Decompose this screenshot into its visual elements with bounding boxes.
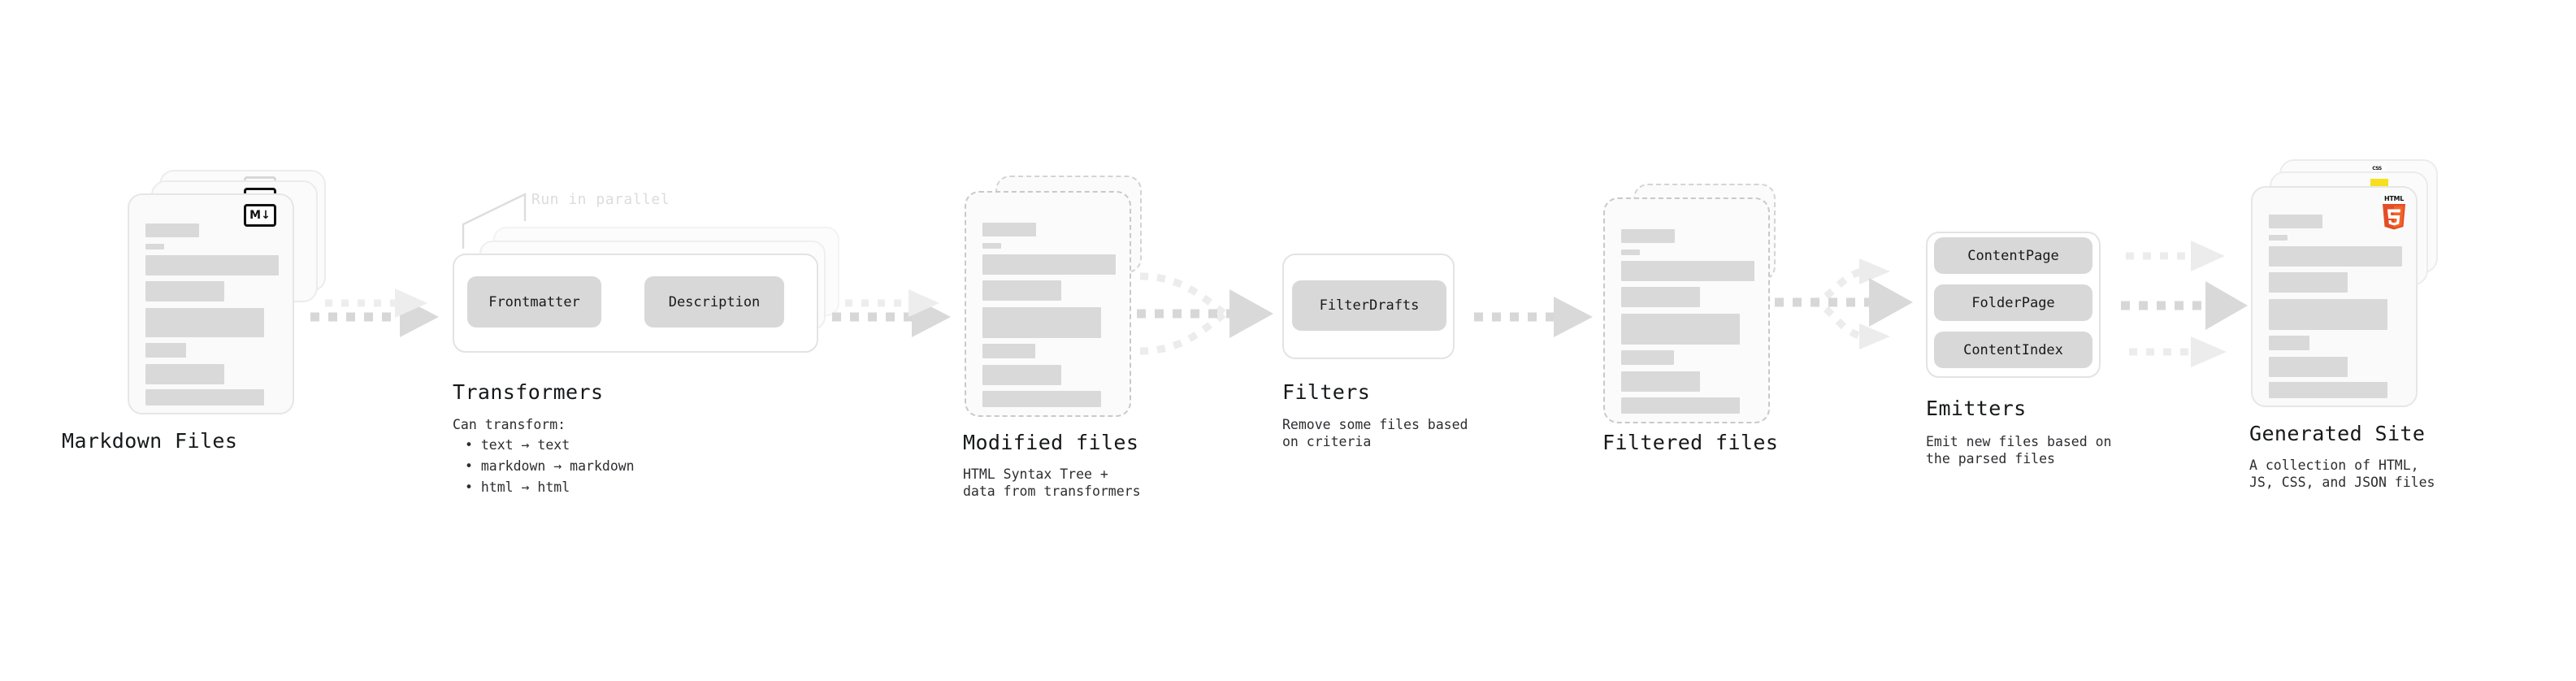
markdown-icon: M↓ (244, 204, 276, 227)
transformers-bullet-1: • markdown → markdown (465, 458, 635, 474)
transformers-bullet-text: markdown → markdown (480, 458, 635, 474)
file-bar (982, 254, 1116, 275)
modified-files-title: Modified files (963, 431, 1139, 454)
connector-markdown-to-transformers (310, 288, 439, 337)
emitters-subtitle: Emit new files based on the parsed files (1926, 434, 2112, 466)
transformer-chip-description[interactable]: Description (644, 276, 784, 327)
file-bar (1621, 350, 1674, 365)
emitter-chip-folderpage[interactable]: FolderPage (1934, 284, 2092, 321)
file-bar (145, 255, 279, 275)
file-bar (2269, 246, 2402, 267)
file-bar (2269, 215, 2322, 228)
file-bar (982, 280, 1061, 301)
file-bar (145, 244, 164, 249)
file-bar (1621, 314, 1740, 345)
file-bar (145, 281, 224, 301)
file-bar (1621, 371, 1700, 392)
filters-title: Filters (1282, 380, 1371, 404)
emitters-title: Emitters (1926, 397, 2027, 420)
file-bar (2269, 272, 2348, 293)
connector-filtered-to-emitters (1775, 258, 1913, 349)
connector-emitters-to-site (2121, 241, 2248, 367)
transformers-bullet-0: • text → text (465, 437, 570, 453)
file-bar (982, 243, 1001, 249)
transformers-title: Transformers (453, 380, 604, 404)
file-bar (982, 223, 1036, 236)
file-bar (1621, 229, 1675, 243)
file-bar (2269, 235, 2288, 241)
file-bar (145, 389, 264, 406)
file-bar (1621, 261, 1754, 281)
transformers-bullet-text: text → text (480, 437, 570, 453)
transformers-subtitle: Can transform: (453, 417, 566, 432)
emitter-chip-contentindex[interactable]: ContentIndex (1934, 332, 2092, 368)
file-bar (1621, 249, 1640, 255)
modified-file-card (965, 191, 1131, 417)
connector-transformers-to-modified (832, 289, 951, 337)
file-bar (2269, 299, 2387, 330)
file-bar (982, 307, 1101, 338)
markdown-file-card (128, 193, 294, 414)
transformer-chip-frontmatter[interactable]: Frontmatter (467, 276, 601, 327)
file-bar (145, 223, 199, 237)
run-in-parallel-bracket (462, 193, 527, 249)
file-bar (2269, 336, 2309, 350)
file-bar (145, 364, 224, 384)
transformers-bullet-2: • html → html (465, 479, 570, 495)
file-bar (145, 343, 186, 358)
filtered-files-title: Filtered files (1602, 431, 1779, 454)
file-bar (982, 344, 1035, 358)
emitter-chip-contentpage[interactable]: ContentPage (1934, 237, 2092, 274)
file-bar (1621, 287, 1700, 307)
file-bar (145, 308, 264, 337)
connector-filters-to-filtered (1474, 297, 1593, 337)
filter-chip-filterdrafts[interactable]: FilterDrafts (1292, 280, 1446, 331)
generated-site-title: Generated Site (2249, 422, 2426, 445)
run-in-parallel-note: Run in parallel (531, 191, 670, 208)
connector-modified-to-filters (1137, 272, 1273, 355)
file-bar (982, 391, 1101, 407)
filtered-file-card (1603, 197, 1770, 423)
transformers-bullet-text: html → html (480, 479, 570, 495)
markdown-files-title: Markdown Files (62, 429, 238, 453)
html5-icon: HTML (2379, 195, 2409, 231)
file-bar (2269, 357, 2348, 377)
file-bar (1621, 397, 1740, 414)
filters-subtitle: Remove some files based on criteria (1282, 417, 1468, 449)
generated-site-subtitle: A collection of HTML, JS, CSS, and JSON … (2249, 458, 2435, 490)
file-bar (982, 365, 1061, 385)
file-bar (2269, 382, 2387, 398)
modified-files-subtitle: HTML Syntax Tree + data from transformer… (963, 466, 1141, 499)
